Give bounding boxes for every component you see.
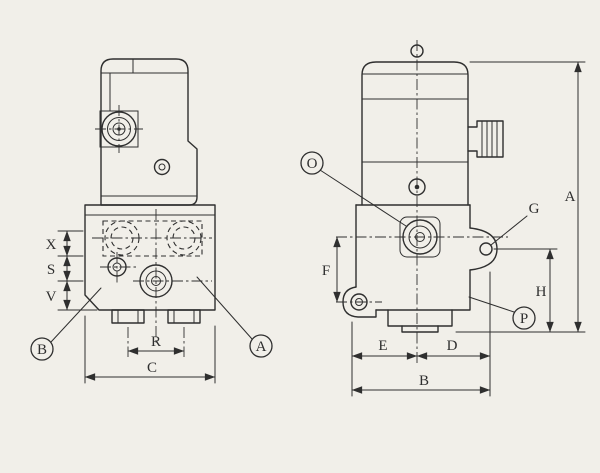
callout-p-label: P: [520, 311, 528, 327]
callout-a-circle: [249, 334, 273, 358]
dim-label-a: A: [565, 189, 576, 205]
callout-o: O: [300, 151, 407, 227]
callout-a: A: [196, 276, 273, 358]
callout-b: B: [30, 287, 102, 361]
right-view: [336, 40, 508, 366]
callout-o-label: O: [307, 156, 318, 172]
mounting-foot-left: [111, 309, 145, 324]
dim-label-h: H: [536, 284, 547, 300]
label-g-text: G: [529, 201, 540, 217]
callout-p-circle: [512, 306, 536, 330]
callout-b-label: B: [37, 342, 47, 358]
callout-o-circle: [300, 151, 324, 175]
dim-label-v: V: [46, 289, 57, 305]
mounting-foot-right: [167, 309, 201, 324]
left-view: [84, 58, 216, 357]
din-connector: [467, 120, 504, 158]
callout-p: P: [468, 296, 536, 330]
dim-label-f: F: [322, 263, 330, 279]
hidden-cavity: [102, 220, 203, 257]
flange-hole: [479, 242, 493, 256]
label-g: G: [490, 201, 540, 246]
dim-label-x: X: [46, 237, 57, 253]
valve-body-outline: [84, 204, 216, 311]
housing-screw-hole: [153, 158, 171, 176]
side-flange: [469, 227, 498, 271]
dim-label-d: D: [447, 338, 458, 354]
callout-b-circle: [30, 337, 54, 361]
right-view-dimensions: F H A E D B O G P: [300, 61, 586, 397]
callout-a-label: A: [256, 339, 267, 355]
solenoid-housing-outline: [100, 58, 198, 206]
dim-label-c: C: [147, 360, 157, 376]
left-view-dimensions: X S V R C B A: [30, 230, 273, 384]
dim-label-r: R: [151, 334, 161, 350]
housing-outline: [361, 61, 469, 206]
dim-label-s: S: [47, 262, 55, 278]
dim-label-b: B: [419, 373, 429, 389]
dim-label-e: E: [378, 338, 387, 354]
